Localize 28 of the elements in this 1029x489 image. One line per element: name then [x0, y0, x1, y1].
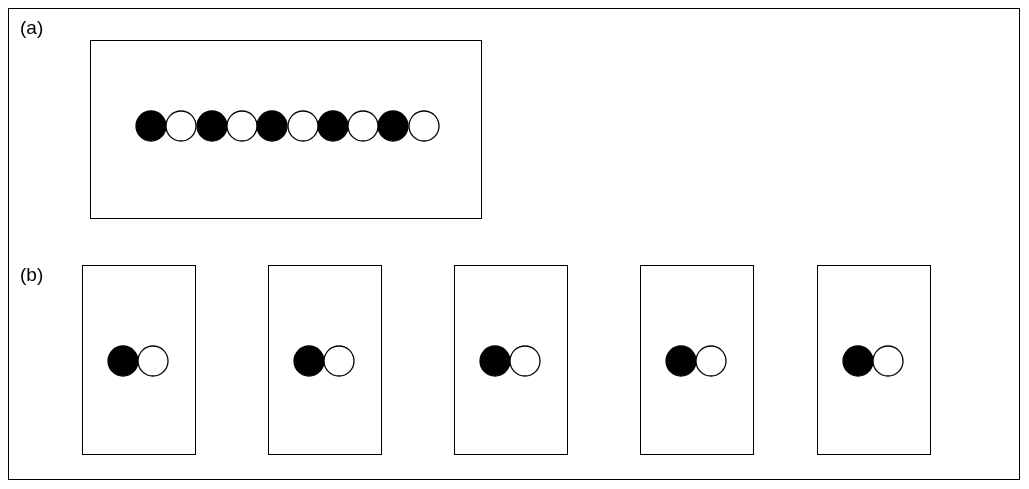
frame-box [82, 265, 196, 455]
hollow-circle [509, 345, 542, 377]
filled-circle [107, 345, 139, 377]
panel-label: (a) [20, 17, 44, 39]
frame-box [268, 265, 382, 455]
hollow-circle [407, 109, 440, 142]
frame-box [454, 265, 568, 455]
hollow-circle [286, 109, 319, 142]
filled-circle [479, 345, 511, 377]
frame-box [817, 265, 931, 455]
filled-circle [135, 109, 167, 142]
hollow-circle [695, 345, 728, 377]
hollow-circle [347, 109, 380, 142]
frame-box [90, 40, 482, 219]
filled-circle [377, 109, 410, 142]
filled-circle [842, 345, 874, 377]
filled-circle [195, 109, 228, 142]
hollow-circle [872, 345, 905, 377]
filled-circle [665, 345, 697, 377]
panel-label: (b) [20, 264, 44, 286]
frame-box [640, 265, 754, 455]
hollow-circle [225, 109, 258, 142]
filled-circle [293, 345, 325, 377]
hollow-circle [323, 345, 356, 377]
filled-circle [256, 109, 289, 142]
hollow-circle [165, 109, 198, 142]
filled-circle [316, 109, 349, 142]
hollow-circle [137, 345, 170, 377]
